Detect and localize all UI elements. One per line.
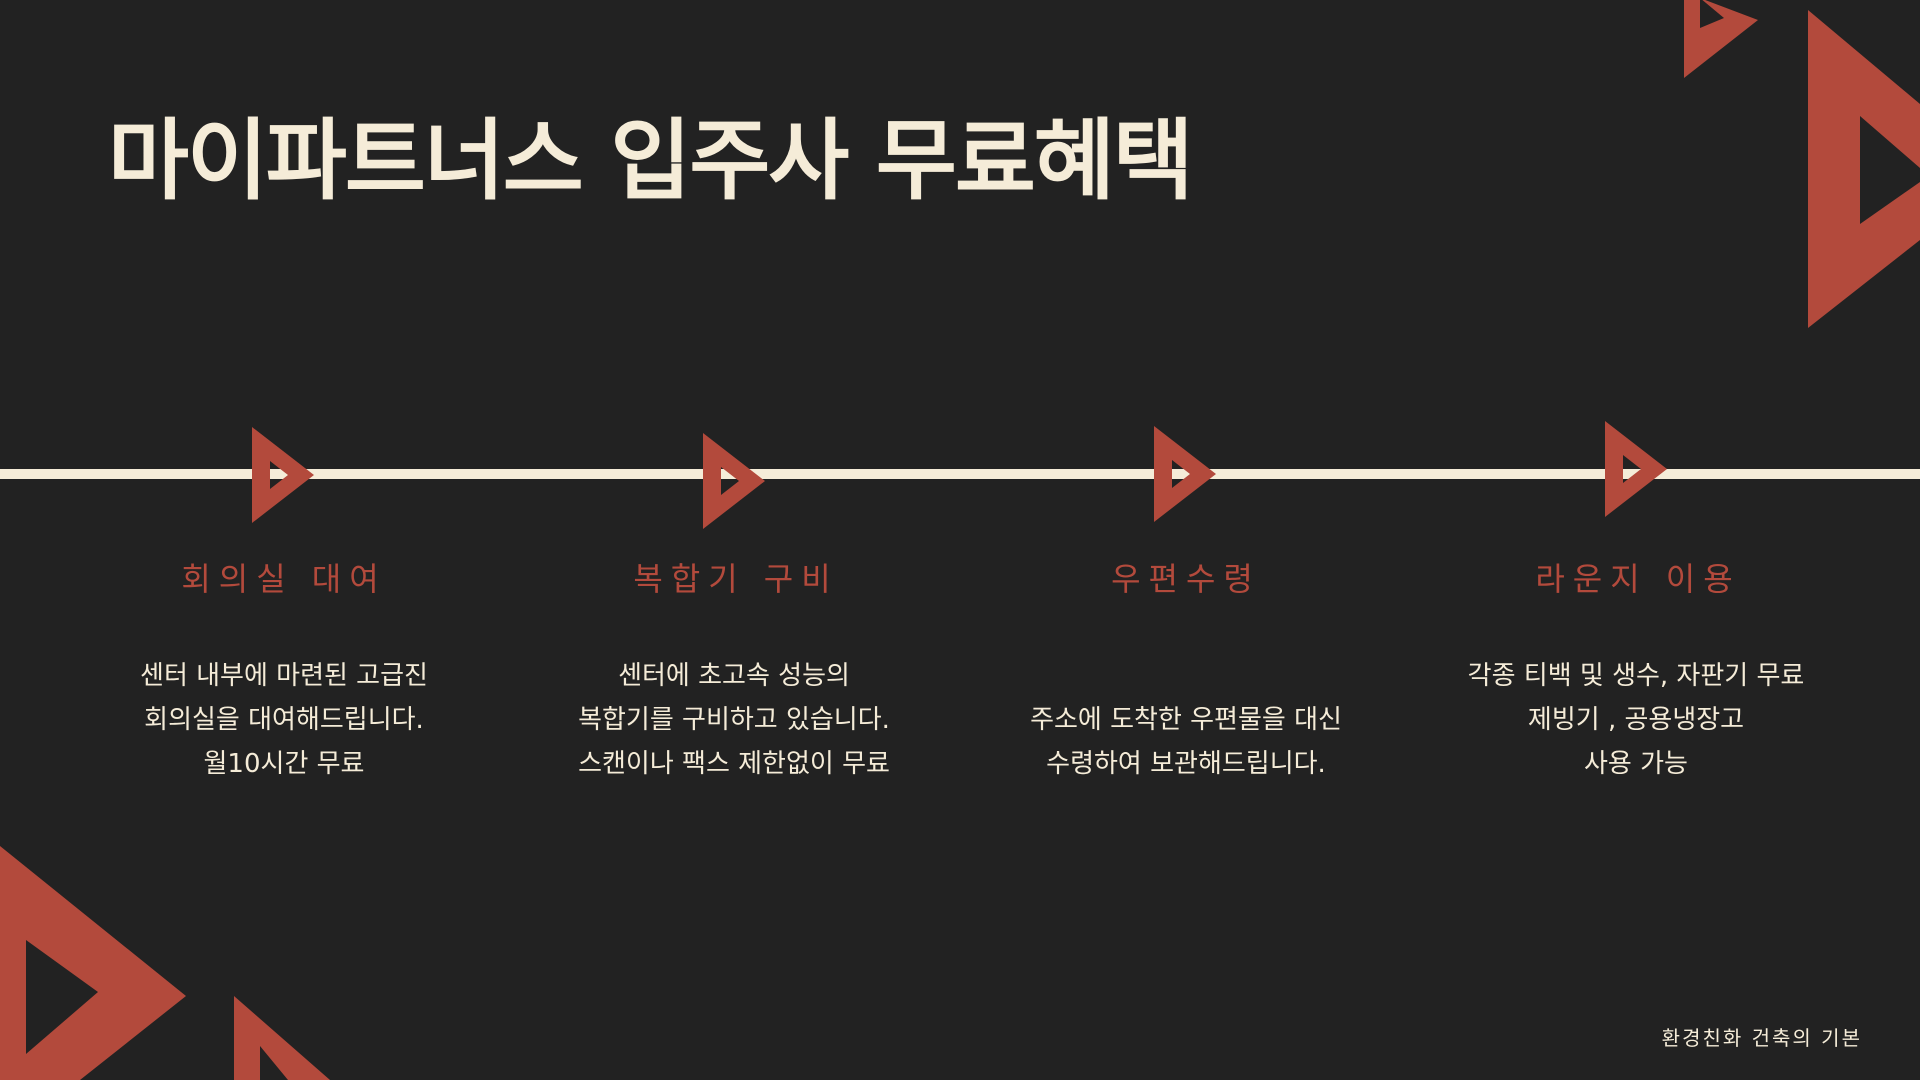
description-line: 각종 티백 및 생수, 자판기 무료 [1467, 661, 1805, 691]
benefit-description: 센터 내부에 마련된 고급진 회의실을 대여해드립니다. 월10시간 무료 [64, 654, 504, 786]
benefit-description: 각종 티백 및 생수, 자판기 무료 제빙기 , 공용냉장고 사용 가능 [1416, 654, 1856, 786]
play-triangle-icon [1605, 421, 1667, 517]
description-line: 센터 내부에 마련된 고급진 [140, 661, 428, 691]
description-line: 스캔이나 팩스 제한없이 무료 [578, 749, 890, 779]
benefit-description: 센터에 초고속 성능의 복합기를 구비하고 있습니다. 스캔이나 팩스 제한없이… [514, 654, 954, 786]
play-triangle-icon [1154, 426, 1216, 522]
description-line: 제빙기 , 공용냉장고 [1527, 705, 1745, 735]
description-line: 복합기를 구비하고 있습니다. [578, 705, 890, 735]
benefit-description: 주소에 도착한 우편물을 대신 수령하여 보관해드립니다. [966, 654, 1406, 786]
triangle-outline-icon [1808, 10, 1920, 328]
benefit-heading: 회의실 대여 [181, 560, 387, 598]
footer-text: 환경친화 건축의 기본 [1661, 1026, 1862, 1050]
description-line: 센터에 초고속 성능의 [618, 661, 850, 691]
benefit-heading: 라운지 이용 [1535, 560, 1741, 598]
play-triangle-icon [252, 427, 314, 523]
play-triangle-icon [703, 433, 765, 529]
description-line [966, 654, 1406, 698]
timeline-line [0, 469, 1920, 479]
description-line: 회의실을 대여해드립니다. [144, 705, 424, 735]
description-line: 수령하여 보관해드립니다. [1046, 749, 1326, 779]
triangle-outline-icon [234, 996, 330, 1080]
description-line: 주소에 도착한 우편물을 대신 [1030, 705, 1342, 735]
description-line: 월10시간 무료 [203, 749, 365, 779]
triangle-outline-icon [1684, 0, 1758, 78]
slide-title: 마이파트너스 입주사 무료혜택 [108, 109, 1194, 212]
benefit-heading: 우편수령 [1111, 560, 1261, 598]
benefit-heading: 복합기 구비 [633, 560, 839, 598]
description-line: 사용 가능 [1584, 749, 1688, 779]
triangle-outline-icon [0, 846, 186, 1080]
